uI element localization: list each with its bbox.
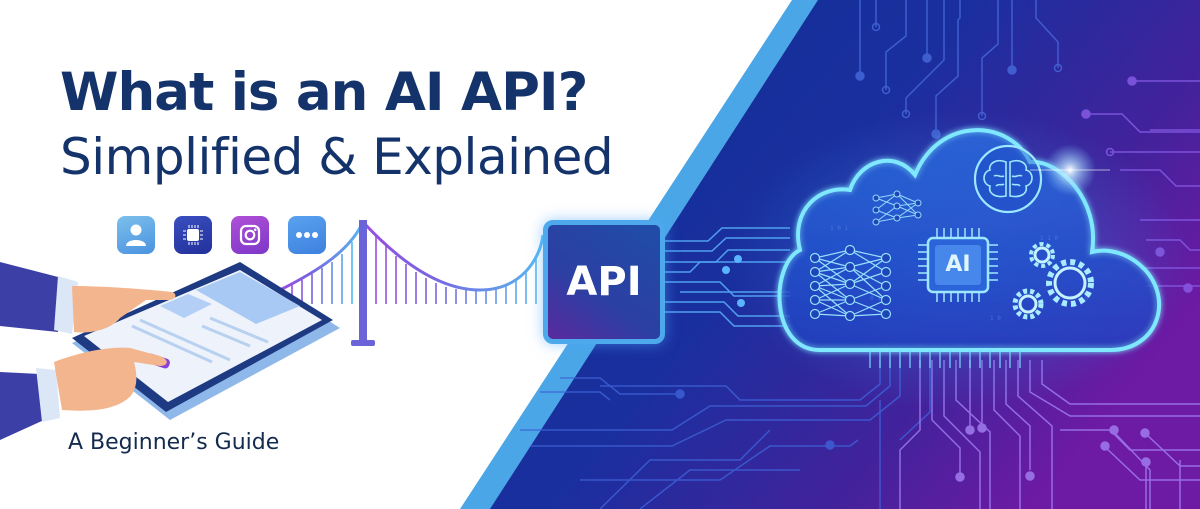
page-subtitle: Simplified & Explained <box>60 128 614 186</box>
api-box: API <box>543 220 665 344</box>
processor-app-icon <box>174 216 212 254</box>
svg-text:1 0 1: 1 0 1 <box>830 225 848 232</box>
instagram-app-icon <box>231 216 269 254</box>
neural-network-icon <box>809 244 892 322</box>
instagram-icon <box>239 224 261 246</box>
gears-icon <box>1012 242 1094 320</box>
user-profile-app-icon <box>117 216 155 254</box>
page-title: What is an AI API? <box>60 62 588 123</box>
svg-text:0 1: 0 1 <box>870 295 881 302</box>
chip-icon <box>183 225 203 245</box>
small-neural-network-icon <box>872 190 922 226</box>
ai-chip-icon <box>918 228 998 302</box>
more-dots-icon <box>296 232 318 238</box>
more-app-icon <box>288 216 326 254</box>
lower-hand-icon <box>0 347 167 440</box>
svg-text:1 1 0: 1 1 0 <box>1040 235 1058 242</box>
svg-text:1 0: 1 0 <box>990 315 1001 322</box>
upper-hand-icon <box>0 262 176 334</box>
tagline: A Beginner’s Guide <box>68 430 280 455</box>
ai-chip-label: AI <box>945 252 971 277</box>
tablet-icon <box>72 262 340 420</box>
user-icon <box>126 224 146 246</box>
api-label: API <box>566 259 642 305</box>
brain-icon <box>973 144 1043 214</box>
